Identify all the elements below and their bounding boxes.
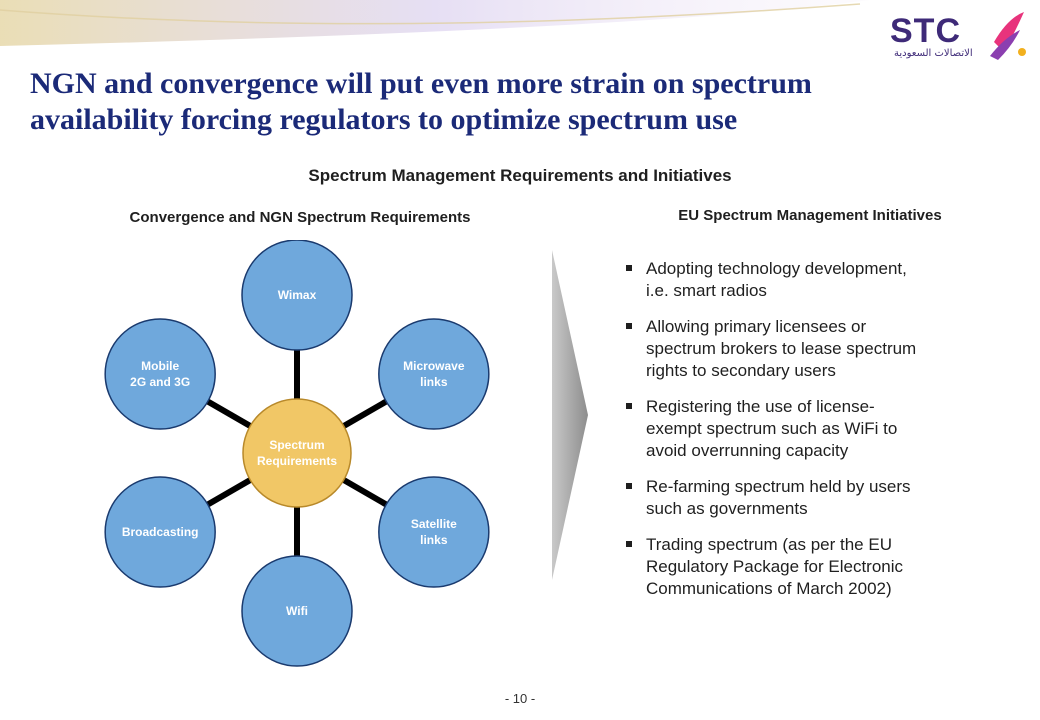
initiative-text-line: Re-farming spectrum held by users [646,477,911,496]
node-satellite-circle [378,476,490,588]
initiative-text-line: Registering the use of license- [646,397,875,416]
node-wifi-label-line-1: Wifi [286,604,308,618]
initiative-text-line: exempt spectrum such as WiFi to [646,419,898,438]
page-number: - 10 - [504,691,536,706]
logo-spark-icon [990,12,1026,60]
initiative-text-line: Adopting technology development, [646,259,907,278]
section-subtitle: Spectrum Management Requirements and Ini… [308,166,732,185]
node-satellite-label-line-1: Satellite [411,517,457,531]
node-wifi: Wifi [241,555,353,667]
bullet-square-icon [626,265,632,271]
initiative-text-line: rights to secondary users [646,361,836,380]
initiative-text-line: Allowing primary licensees or [646,317,867,336]
node-mobile-circle [104,318,216,430]
node-satellite-label-line-2: links [420,533,448,547]
node-mobile-label-line-1: Mobile [141,359,179,373]
node-microwave-label-line-2: links [420,375,448,389]
node-microwave: Microwave links [378,318,490,430]
initiative-text-line: avoid overrunning capacity [646,441,849,460]
initiative-text-line: Regulatory Package for Electronic [646,557,904,576]
slide-title: NGN and convergence will put even more s… [30,66,990,138]
logo-arabic-text: الاتصالات السعودية [894,48,973,59]
node-wifi-circle [241,555,353,667]
initiative-text-line: Communications of March 2002) [646,579,892,598]
stc-logo: STC الاتصالات السعودية [890,8,1030,64]
title-line-2: availability forcing regulators to optim… [30,103,738,136]
node-mobile-label-line-2: 2G and 3G [130,375,190,389]
initiative-item: Re-farming spectrum held by users such as… [626,476,1006,520]
node-wimax-circle [241,240,353,351]
header-swoosh [0,0,870,46]
initiative-item: Allowing primary licensees or spectrum br… [626,316,1006,382]
spectrum-requirements-diagram: WimaxMicrowavelinksSatellitelinksWifiBro… [104,240,490,667]
hub-label-line-1: Spectrum [269,438,324,452]
node-broadcasting-label-line-1: Broadcasting [122,525,199,539]
node-wimax-label-line-1: Wimax [278,288,317,302]
initiative-text-line: such as governments [646,499,808,518]
bullet-square-icon [626,541,632,547]
bullet-square-icon [626,483,632,489]
bullet-square-icon [626,403,632,409]
hub-circle [242,398,352,508]
chevron-right-icon [552,250,588,580]
node-wimax: Wimax [241,240,353,351]
initiative-text-line: spectrum brokers to lease spectrum [646,339,917,358]
hub-label-line-2: Requirements [257,454,337,468]
logo-latin-text: STC [890,12,961,50]
node-satellite: Satellite links [378,476,490,588]
initiative-text-line: Trading spectrum (as per the EU [646,535,892,554]
right-panel-heading: EU Spectrum Management Initiatives [678,207,942,224]
initiative-text-line: i.e. smart radios [646,281,767,300]
initiatives-list: Adopting technology development, i.e. sma… [626,258,1006,614]
node-broadcasting-circle [104,476,216,588]
title-line-1: NGN and convergence will put even more s… [30,67,812,100]
initiative-item: Registering the use of license-exempt sp… [626,396,1006,462]
initiative-item: Adopting technology development, i.e. sma… [626,258,1006,302]
node-microwave-circle [378,318,490,430]
left-panel-heading: Convergence and NGN Spectrum Requirement… [129,209,471,226]
initiative-item: Trading spectrum (as per the EU Regulator… [626,534,1006,600]
node-broadcasting: Broadcasting [104,476,216,588]
bullet-square-icon [626,323,632,329]
node-mobile: Mobile 2G and 3G [104,318,216,430]
node-microwave-label-line-1: Microwave [403,359,465,373]
